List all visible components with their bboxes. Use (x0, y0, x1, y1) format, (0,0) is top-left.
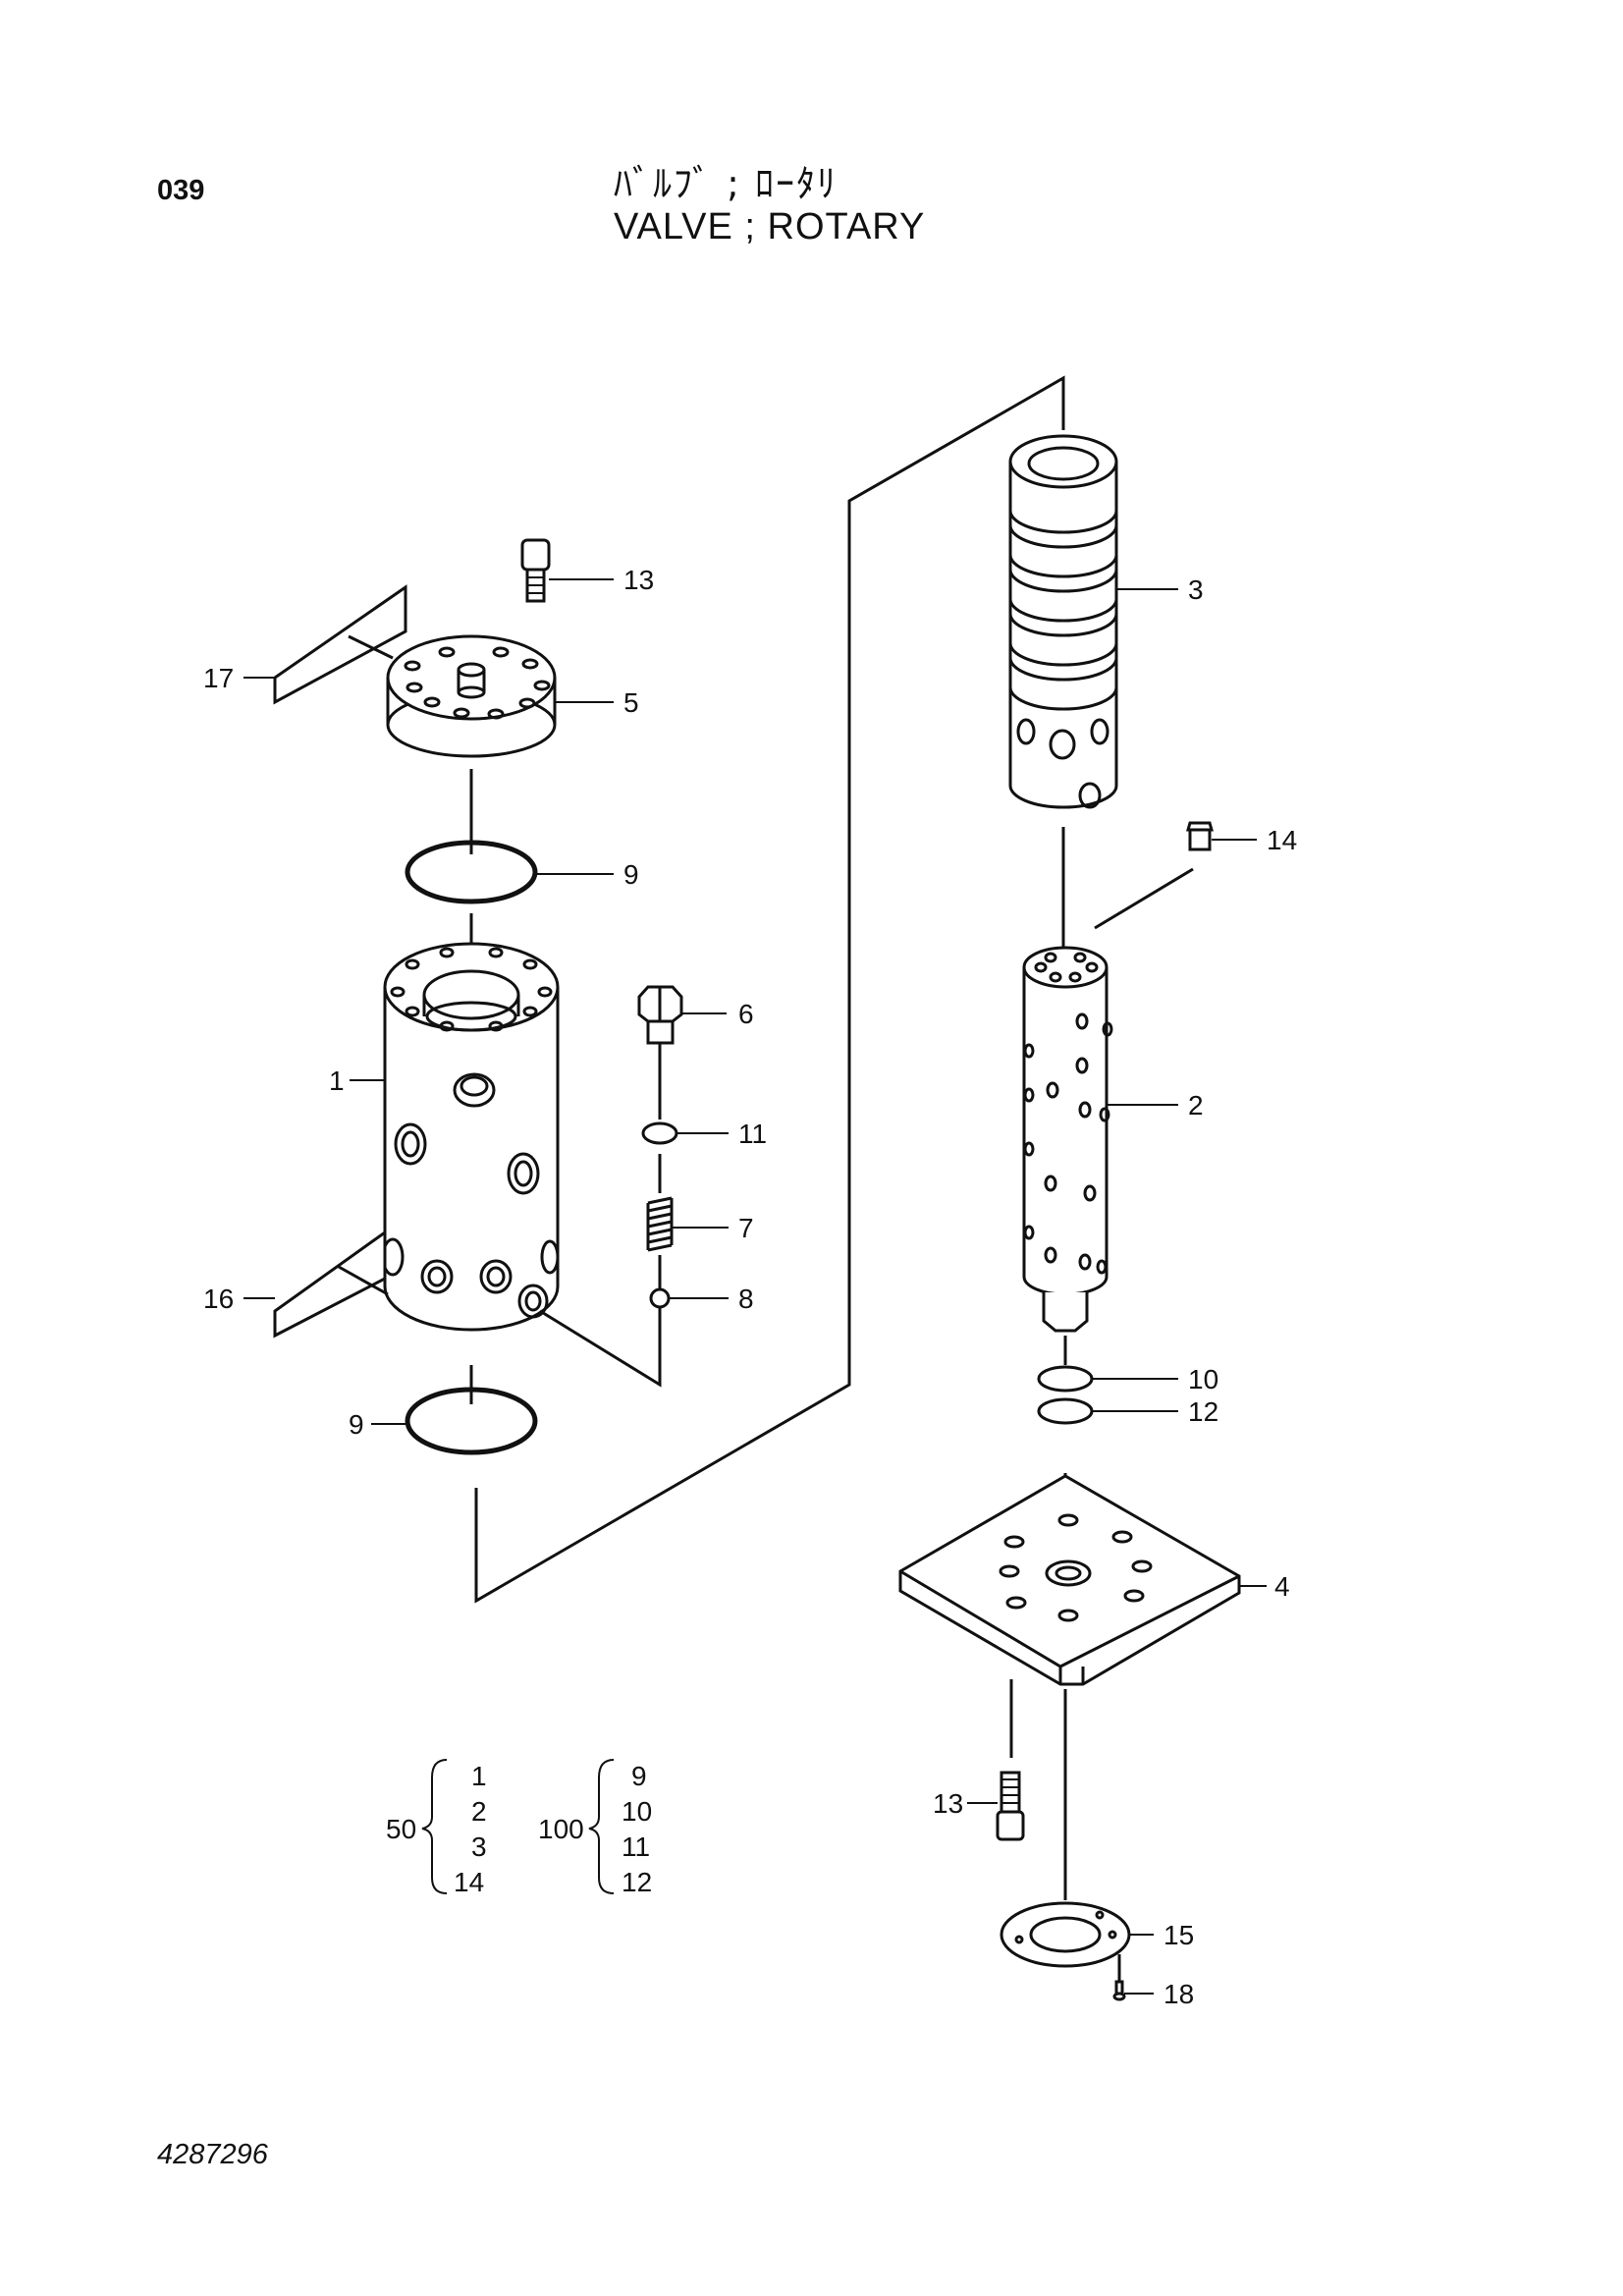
part-12-o-ring (1037, 1397, 1094, 1425)
part-1-housing (381, 942, 560, 1332)
part-5-cover (386, 634, 557, 758)
callout-13-bottom: 13 (933, 1788, 963, 1819)
part-3-spool (1008, 434, 1118, 809)
callout-16: 16 (203, 1284, 234, 1314)
title-english: VALVE ; ROTARY (614, 206, 926, 247)
kit-50-label: 50 (386, 1814, 416, 1844)
callout-9-upper: 9 (623, 859, 639, 890)
callout-6: 6 (738, 999, 754, 1029)
kit-50-list: 50 1 2 3 14 (386, 1761, 487, 1897)
callout-2: 2 (1188, 1090, 1204, 1121)
kit-100-list: 100 9 10 11 12 (538, 1761, 652, 1897)
part-16-nameplate (273, 1230, 387, 1339)
part-13-bolt-bottom (996, 1771, 1025, 1841)
callout-12: 12 (1188, 1396, 1218, 1427)
kit-100-label: 100 (538, 1814, 584, 1844)
part-2-sleeve (1022, 946, 1113, 1333)
kit-100-brace (588, 1759, 615, 1894)
kit-100-item: 9 (631, 1761, 647, 1791)
part-15-gasket (1000, 1901, 1131, 1968)
callout-8: 8 (738, 1284, 754, 1314)
kit-50-item: 14 (454, 1867, 484, 1897)
kit-50-brace (421, 1759, 448, 1894)
kit-50-item: 1 (471, 1761, 487, 1791)
part-18-screw (1112, 1980, 1126, 2001)
callout-9-lower: 9 (349, 1409, 364, 1440)
assembly-link-line (474, 375, 1065, 1604)
callout-7: 7 (738, 1213, 754, 1243)
callout-11: 11 (738, 1119, 767, 1149)
kit-100-item: 10 (622, 1796, 652, 1827)
page-number: 039 (157, 175, 205, 206)
part-4-plate (898, 1474, 1241, 1686)
title-japanese: ﾊﾞﾙﾌﾞ ; ﾛｰﾀﾘ (614, 162, 838, 205)
part-7-spring (646, 1196, 674, 1252)
callout-10: 10 (1188, 1364, 1218, 1394)
callout-3: 3 (1188, 574, 1204, 605)
part-14-plug (1186, 821, 1214, 851)
kit-50-item: 3 (471, 1831, 487, 1862)
part-11-o-ring (641, 1121, 678, 1145)
callout-14: 14 (1267, 825, 1297, 855)
callout-18: 18 (1163, 1979, 1194, 2009)
part-13-bolt-top (520, 538, 551, 603)
part-8-ball (649, 1287, 671, 1309)
kit-100-item: 12 (622, 1867, 652, 1897)
part-10-o-ring (1037, 1365, 1094, 1393)
part-17-nameplate (273, 584, 407, 705)
part-9-o-ring-upper (405, 840, 538, 904)
callout-1: 1 (329, 1066, 345, 1096)
drawing-number: 4287296 (157, 2139, 268, 2170)
kit-50-item: 2 (471, 1796, 487, 1827)
part-9-o-ring-lower (405, 1387, 538, 1455)
kit-100-item: 11 (622, 1831, 650, 1862)
part-6-plug (637, 985, 683, 1045)
callout-labels: 13 17 5 9 1 6 11 7 8 16 9 3 14 2 10 12 4… (203, 565, 1297, 2009)
callout-5: 5 (623, 687, 639, 718)
callout-15: 15 (1163, 1920, 1194, 1950)
callout-13-top: 13 (623, 565, 654, 595)
callout-17: 17 (203, 663, 234, 693)
callout-4: 4 (1274, 1571, 1290, 1602)
